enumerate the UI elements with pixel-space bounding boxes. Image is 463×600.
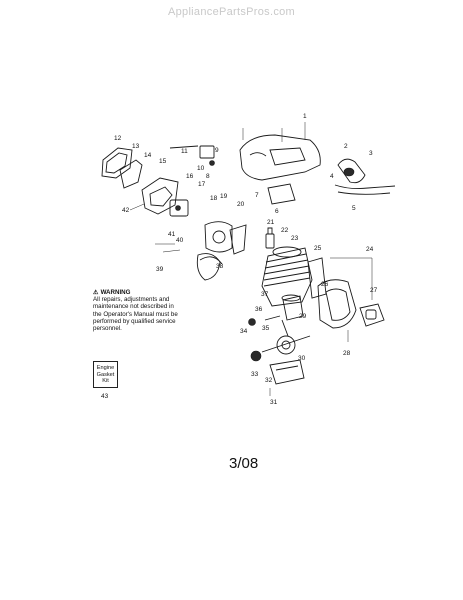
warning-line: maintenance not described in: [93, 303, 174, 311]
bearing-33: [250, 350, 262, 362]
muffler: [317, 279, 357, 329]
screw-42: [129, 203, 145, 211]
air-filter: [119, 159, 143, 189]
part-number: 31: [270, 399, 278, 406]
part-number: 30: [298, 355, 306, 362]
part-number: 41: [168, 231, 176, 238]
part-number: 10: [197, 165, 205, 172]
part-number: 26: [321, 281, 329, 288]
part-number: 42: [122, 207, 130, 214]
cylinder-cover: [239, 134, 321, 181]
spark-plug: [265, 227, 275, 249]
bracket: [229, 224, 247, 255]
part-number: 28: [343, 350, 351, 357]
muffler-gasket: [307, 257, 327, 299]
part-number: 16: [186, 173, 194, 180]
flywheel-guard: [196, 253, 221, 281]
part-number: 37: [261, 291, 269, 298]
part-number: 36: [255, 306, 263, 313]
part-number: 20: [237, 201, 245, 208]
cylinder: [261, 246, 313, 307]
part-number: 4: [330, 173, 334, 180]
air-filter-cover: [101, 147, 133, 179]
part-number: 9: [215, 147, 219, 154]
part-number: 29: [299, 313, 307, 320]
part-number: 33: [251, 371, 259, 378]
intake-boot: [204, 221, 233, 253]
engine-gasket-kit-box: Engine Gasket Kit: [93, 361, 118, 388]
ignition-wire-2: [337, 191, 391, 195]
part-number: 14: [144, 152, 152, 159]
muffler-leader: [330, 257, 373, 300]
warning-line: personnel.: [93, 325, 122, 333]
part-number: 2: [344, 143, 348, 150]
part-number: 27: [370, 287, 378, 294]
warning-line: the Operator's Manual must be: [93, 310, 178, 318]
part-number: 39: [156, 266, 164, 273]
crankcase: [269, 359, 305, 385]
crankshaft: [261, 319, 311, 355]
piston-pin: [264, 315, 281, 321]
watermark: AppliancePartsPros.com: [167, 6, 296, 18]
warning-title-text: WARNING: [100, 289, 131, 296]
warning-line: performed by qualified service: [93, 317, 176, 325]
part-number: 6: [275, 208, 279, 215]
part-number: 1: [303, 113, 307, 120]
part-number: 21: [267, 219, 275, 226]
revision-date: 3/08: [229, 455, 259, 472]
part-number: 32: [265, 377, 273, 384]
part-number: 22: [281, 227, 289, 234]
warning-icon: ⚠: [93, 289, 99, 296]
warning-title: ⚠ WARNING: [93, 289, 185, 296]
carburetor-housing: [141, 177, 179, 215]
warning-line: All repairs, adjustments and: [93, 296, 170, 304]
part-number: 7: [255, 192, 259, 199]
part-number: 25: [314, 245, 322, 252]
part-number: 38: [216, 263, 224, 270]
switch-assembly: [169, 145, 215, 166]
spark-arrestor: [359, 303, 385, 327]
part-number: 35: [262, 325, 270, 332]
part-number-labels: 1 2 3 4 5 6 7 8 9 10 11 12 13 14 15 16 1…: [114, 113, 378, 406]
part-number: 5: [352, 205, 356, 212]
part-number: 8: [206, 173, 210, 180]
part-number: 40: [176, 237, 184, 244]
kit-line: Engine: [96, 365, 115, 371]
kit-line: Kit: [102, 378, 109, 384]
warning-notice: ⚠ WARNING All repairs, adjustments and m…: [93, 289, 185, 332]
screw-41: [162, 249, 181, 253]
part-number: 23: [291, 235, 299, 242]
part-number: 17: [198, 181, 206, 188]
part-number: 12: [114, 135, 122, 142]
part-number: 15: [159, 158, 167, 165]
part-number: 34: [240, 328, 248, 335]
bearing-34: [248, 318, 256, 326]
part-number: 13: [132, 143, 140, 150]
part-number: 19: [220, 193, 228, 200]
piston: [281, 294, 304, 321]
kit-part-number: 43: [101, 393, 109, 400]
part-number: 18: [210, 195, 218, 202]
ignition-module: [337, 158, 366, 184]
flywheel: [199, 256, 223, 265]
carburetor: [169, 199, 189, 217]
part-number: 11: [181, 148, 188, 155]
ignition-wire: [334, 184, 396, 190]
part-number: 3: [369, 150, 373, 157]
cover-plate: [267, 183, 296, 205]
kit-line: Gasket: [96, 371, 115, 378]
part-number: 24: [366, 246, 374, 253]
